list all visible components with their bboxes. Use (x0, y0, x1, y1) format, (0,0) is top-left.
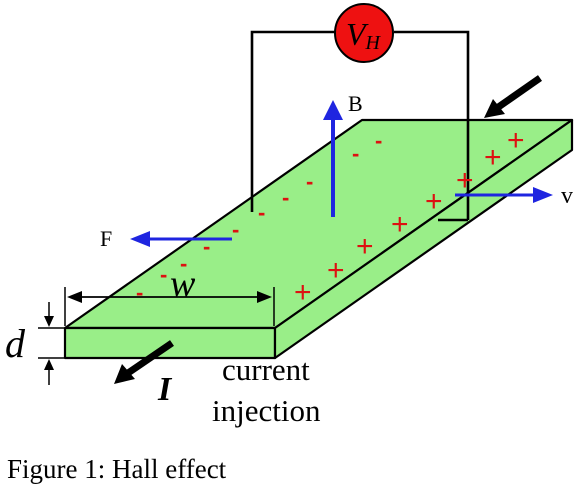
negative-charge: - (203, 234, 210, 259)
positive-charge: + (425, 185, 443, 218)
current-in-arrowhead (484, 99, 505, 118)
thickness-dimension: d (5, 302, 64, 385)
negative-charge: - (180, 251, 187, 276)
b-field-label: B (348, 91, 363, 116)
slab-side-face (273, 118, 574, 360)
width-arrow-left (67, 291, 82, 303)
voltmeter: VH (334, 3, 394, 63)
wire-right (394, 30, 470, 220)
figure-caption: Figure 1: Hall effect (7, 454, 227, 484)
velocity-vector: v (455, 183, 573, 209)
negative-charge: - (352, 141, 359, 166)
thickness-arrow-top (44, 316, 54, 327)
voltmeter-label: VH (346, 16, 382, 54)
positive-charge: + (356, 230, 374, 263)
current-label: I (157, 371, 173, 408)
voltmeter-label-main: V (346, 16, 369, 52)
positive-charge: + (391, 208, 409, 241)
negative-charges: - - - - - - - - - - (136, 128, 382, 305)
positive-charges: + + + + + + + + (294, 124, 525, 309)
velocity-label: v (561, 183, 573, 209)
width-dimension: w (64, 263, 275, 326)
negative-charge: - (258, 200, 265, 225)
current-in-arrow-shaft (494, 75, 543, 111)
width-arrow-right (257, 291, 272, 303)
thickness-label: d (5, 321, 26, 366)
positive-charge: + (294, 276, 312, 309)
magnetic-field-vector: B (323, 91, 363, 217)
force-label: F (100, 226, 112, 251)
negative-charge: - (160, 262, 167, 287)
voltmeter-label-sub: H (365, 32, 382, 54)
current-injection-line2: injection (212, 393, 321, 428)
current-arrows: I (114, 75, 543, 408)
force-vector: F (100, 226, 232, 251)
current-injection-label: current injection (212, 352, 321, 428)
negative-charge: - (232, 217, 239, 242)
negative-charge: - (375, 128, 382, 153)
velocity-arrowhead (533, 187, 553, 203)
b-field-arrowhead (323, 100, 343, 120)
positive-charge: + (327, 254, 345, 287)
current-out-arrowhead (114, 364, 135, 384)
negative-charge: - (282, 185, 289, 210)
current-out-arrow-shaft (126, 340, 174, 376)
voltmeter-circle (334, 3, 394, 63)
positive-charge: + (484, 141, 502, 174)
thickness-arrow-bottom (44, 359, 54, 370)
positive-charge: + (507, 124, 525, 157)
wire-left (250, 30, 335, 212)
negative-charge: - (136, 280, 143, 305)
voltmeter-wires (250, 30, 470, 222)
width-label: w (170, 263, 196, 305)
positive-charge: + (456, 164, 474, 197)
force-arrowhead (130, 231, 150, 247)
negative-charge: - (306, 169, 313, 194)
current-injection-line1: current (222, 352, 310, 387)
